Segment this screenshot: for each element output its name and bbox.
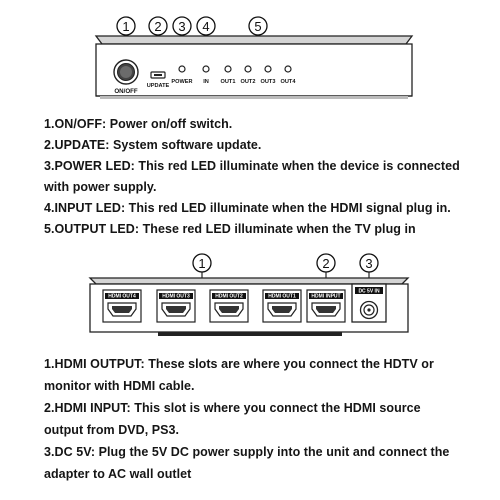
label-power: POWER (171, 79, 192, 85)
label-out4: OUT4 (281, 79, 297, 85)
rear-callout-2: 2 (322, 256, 329, 271)
out4-led-icon (284, 65, 292, 73)
label-hdmi-out2: HDMI OUT2 (215, 294, 243, 300)
label-out2: OUT2 (241, 79, 256, 85)
label-in: IN (203, 79, 209, 85)
front-callouts: 1 2 3 4 5 (116, 16, 268, 36)
rear-callouts: 1 2 3 (192, 253, 379, 273)
out2-led-icon (244, 65, 252, 73)
label-hdmi-out3: HDMI OUT3 (162, 294, 190, 300)
rear-callout-3: 3 (365, 256, 372, 271)
rear-panel-diagram: DC 5V IN HDMI OUT4 HDMI OUT3 HDMI OUT2 H… (88, 253, 410, 336)
power-switch-icon (113, 59, 139, 85)
label-out1: OUT1 (221, 79, 236, 85)
input-led-icon (202, 65, 210, 73)
label-onoff: ON/OFF (114, 88, 138, 95)
rear-desc-hdmi-input: 2.HDMI INPUT: This slot is where you con… (44, 401, 421, 415)
out3-led-icon (264, 65, 272, 73)
out1-led-icon (224, 65, 232, 73)
hdmi-out1-port-icon (262, 289, 302, 323)
front-panel-body (94, 35, 414, 99)
front-callout-5: 5 (254, 19, 261, 34)
label-hdmi-input: HDMI INPUT (311, 294, 340, 300)
front-callout-1: 1 (122, 19, 129, 34)
rear-desc-hdmi-input-cont: output from DVD, PS3. (44, 423, 180, 437)
rear-desc-dc-cont: adapter to AC wall outlet (44, 467, 192, 481)
front-callout-2: 2 (154, 19, 161, 34)
hdmi-out2-port-icon (209, 289, 249, 323)
hdmi-out4-port-icon (102, 289, 142, 323)
rear-desc-hdmi-output: 1.HDMI OUTPUT: These slots are where you… (44, 357, 434, 371)
dc-jack-icon (351, 283, 387, 323)
front-desc-power-led: 3.POWER LED: This red LED illuminate whe… (44, 159, 460, 173)
rear-callout-1: 1 (198, 256, 205, 271)
front-callout-3: 3 (178, 19, 185, 34)
label-dc: DC 5V IN (358, 289, 380, 295)
front-desc-input-led: 4.INPUT LED: This red LED illuminate whe… (44, 201, 451, 215)
front-desc-output-led: 5.OUTPUT LED: These red LED illuminate w… (44, 222, 416, 236)
front-callout-4: 4 (202, 19, 209, 34)
front-desc-power-led-cont: with power supply. (44, 180, 157, 194)
front-desc-onoff: 1.ON/OFF: Power on/off switch. (44, 117, 233, 131)
front-desc-update: 2.UPDATE: System software update. (44, 138, 262, 152)
hdmi-input-port-icon (306, 289, 346, 323)
label-out3: OUT3 (261, 79, 276, 85)
label-hdmi-out4: HDMI OUT4 (108, 294, 136, 300)
usb-port-icon (150, 71, 166, 79)
hdmi-out3-port-icon (156, 289, 196, 323)
power-led-icon (178, 65, 186, 73)
label-update: UPDATE (147, 83, 170, 89)
label-hdmi-out1: HDMI OUT1 (268, 294, 296, 300)
front-panel-diagram: ON/OFF UPDATE POWER IN OUT1 OUT2 OUT3 OU… (94, 16, 414, 99)
rear-desc-hdmi-output-cont: monitor with HDMI cable. (44, 379, 195, 393)
rear-desc-dc: 3.DC 5V: Plug the 5V DC power supply int… (44, 445, 450, 459)
front-leds (178, 65, 292, 73)
